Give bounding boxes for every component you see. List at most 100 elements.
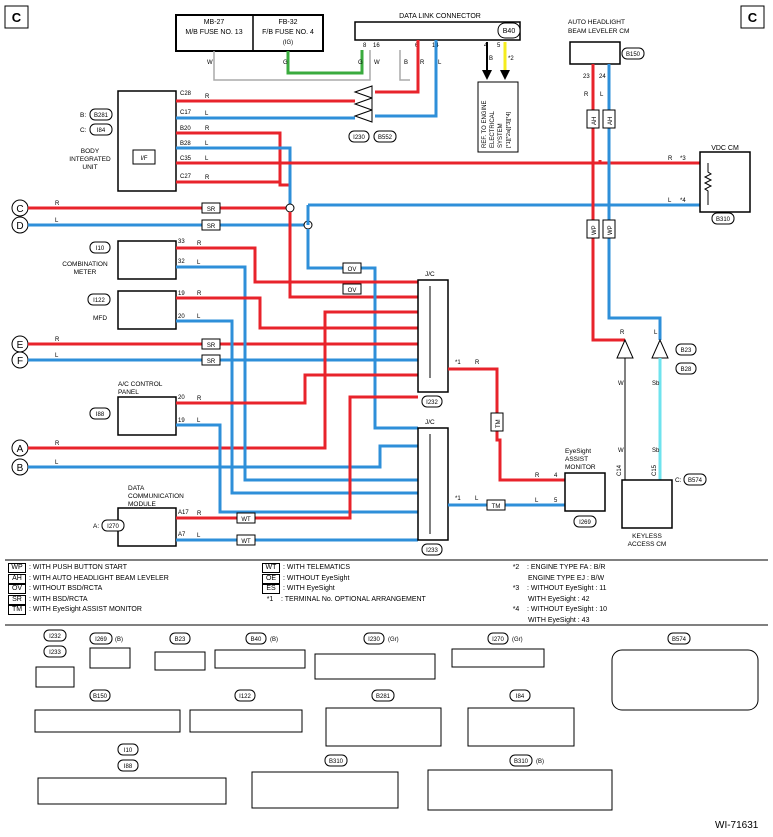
tag-ov [342, 283, 362, 295]
wire-code: R [668, 156, 673, 162]
legend-row: ENGINE TYPE EJ : B/W [508, 574, 607, 585]
view-label: B150 [93, 694, 108, 700]
wire-jc-eyesight-r [448, 367, 565, 482]
legend-tag: OE [262, 573, 280, 584]
tag-wp [602, 219, 616, 239]
body-integrated-unit: I/F BODY INTEGRATED UNIT B: B281 C: I84 … [69, 90, 192, 192]
wire-code: W [207, 60, 213, 66]
pin-label: C27 [180, 174, 192, 180]
tag-text: WT [241, 517, 251, 523]
legend-row: TM: WITH EyeSight ASSIST MONITOR [8, 605, 169, 616]
jc-title: J/C [425, 419, 435, 426]
legend-tag: OV [8, 584, 26, 595]
wire-code: G [358, 60, 363, 66]
keyless-prefix: C: [675, 477, 682, 484]
pin-label: C14 [617, 464, 623, 476]
ref-line: REF. TO ENGINE [482, 101, 488, 148]
legend-tag: *4 [512, 606, 520, 614]
legend-row: *4: WITHOUT EyeSight : 10 [508, 605, 607, 616]
wire-code: R [584, 92, 589, 98]
wire-code: L [668, 198, 672, 204]
tag-ah [586, 109, 600, 129]
wire-meter-32 [176, 265, 418, 482]
wire-code: L [205, 111, 209, 117]
pin-label: 19 [178, 291, 185, 297]
legend-tag: WP [8, 563, 26, 574]
dcm-prefix: A: [93, 523, 99, 530]
terminal-f: F [11, 351, 29, 369]
tag-ov [342, 262, 362, 274]
dcm-title: COMMUNICATION [128, 493, 184, 500]
ref-line: SYSTEM [498, 123, 504, 148]
wire-code: L [205, 141, 209, 147]
legend-mid: WT: WITH TELEMATICS OE: WITHOUT EyeSight… [262, 563, 426, 605]
terminal-d: D [11, 216, 29, 234]
auto-headlight-beam-leveler-cm: AUTO HEADLIGHT BEAM LEVELER CM B150 23 2… [568, 19, 645, 80]
terminal-a: A [11, 439, 29, 457]
legend-tag: *2 [512, 564, 520, 572]
terminal-c: C [11, 199, 29, 217]
ahb-title: AUTO HEADLIGHT [568, 19, 625, 26]
legend-text: : WITHOUT EyeSight : 11 [527, 585, 607, 592]
tag-sr [201, 338, 221, 350]
tag-wt [236, 512, 256, 524]
if-label: I/F [141, 156, 148, 162]
wire-code: W [618, 448, 624, 454]
wire-code: L [197, 314, 201, 320]
pin-label: 23 [583, 74, 590, 80]
pin-label: 8 [363, 43, 367, 49]
wire-code: L [55, 218, 59, 224]
biu-c-label: C: [80, 127, 87, 134]
legend-text: : WITHOUT BSD/RCTA [29, 585, 103, 592]
tag-text: SR [207, 359, 216, 365]
pin-label: B20 [180, 126, 191, 132]
wire-code: L [205, 156, 209, 162]
ahb-title: BEAM LEVELER CM [568, 28, 629, 35]
tag-text: WP [608, 225, 614, 235]
wire-meter-33 [176, 246, 418, 284]
wire-code: R [197, 291, 202, 297]
view-label: I122 [239, 694, 251, 700]
wire-code: R [620, 330, 625, 336]
arrow-down-icon [500, 70, 510, 80]
b28-id: B28 [681, 367, 692, 373]
tag-text: OV [348, 288, 357, 294]
legend-left: WP: WITH PUSH BUTTON START AH: WITH AUTO… [8, 563, 169, 616]
keyless-title: KEYLESS [632, 533, 662, 540]
connector-b23-icon [616, 338, 634, 359]
wire-b-ground [399, 50, 410, 81]
fuse-fb32-note: (IG) [283, 40, 293, 46]
wire-code: R [55, 337, 60, 343]
connector-views: I232 I233 I269 (B) B23 B40 (B) I230 (Gr)… [34, 629, 759, 811]
eyesight-title: ASSIST [565, 456, 588, 463]
meter-title: METER [74, 269, 97, 276]
terminal-b: B [11, 458, 29, 476]
page-letter-right: C [748, 10, 758, 25]
view-label: I10 [124, 748, 133, 754]
wire-code: W [374, 60, 380, 66]
pin-label: *3 [680, 156, 686, 162]
dcm-title: MODULE [128, 501, 156, 508]
legend-text: ENGINE TYPE EJ : B/W [528, 574, 605, 582]
tag-sr [201, 354, 221, 366]
wire-ac-20 [176, 373, 418, 405]
legend-tag: ES [262, 584, 280, 595]
biu-id-c: I84 [97, 128, 106, 134]
wire-dlc-l [375, 40, 438, 118]
wire-code: R [55, 201, 60, 207]
tag-text: WT [241, 539, 251, 545]
meter-title: COMBINATION [62, 261, 108, 268]
legend-text: : WITH EyeSight [283, 585, 335, 592]
dcm-title: DATA [128, 485, 145, 492]
biu-title: BODY [81, 148, 100, 155]
legend-text: : WITH EyeSight ASSIST MONITOR [29, 606, 142, 613]
tag-text: OV [348, 267, 357, 273]
legend-tag: AH [8, 573, 26, 584]
dlc-title: DATA LINK CONNECTOR [399, 13, 481, 20]
pin-label: A7 [178, 532, 186, 538]
legend-tag: SR [8, 594, 26, 605]
view-label: I270 [492, 637, 504, 643]
tag-tm [490, 412, 504, 432]
wire-dlc-r [375, 40, 420, 94]
